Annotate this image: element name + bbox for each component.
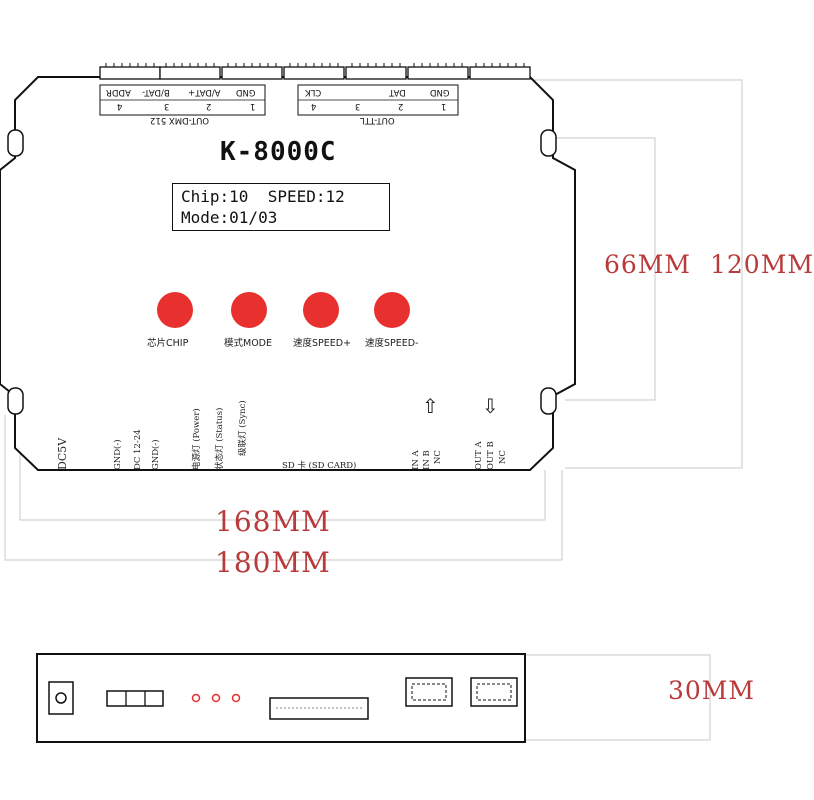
arrow-down-icon: ⇩ <box>482 394 499 418</box>
button-label-chip: 芯片CHIP <box>147 338 189 349</box>
dmx-group-label: OUT-DMX 512 <box>150 115 210 125</box>
ttl-pin-4: 4 <box>311 101 317 111</box>
mount-slot-bottom-left <box>7 387 24 415</box>
button-label-speed-plus: 速度SPEED+ <box>293 338 352 349</box>
ttl-group-label: OUT-TTL <box>360 115 395 125</box>
ttl-signal-clk: CLK <box>305 87 322 97</box>
power-terminal <box>106 690 164 707</box>
button-chip <box>157 292 193 328</box>
dmx-pin-3: 3 <box>164 101 170 111</box>
ttl-pin-1: 1 <box>441 101 447 111</box>
mount-slot-bottom-right <box>540 387 557 415</box>
label-sync-led: 级联灯 (Sync) <box>238 400 248 456</box>
label-status-led: 状态灯 (Status) <box>215 407 225 470</box>
dmx-pin-1: 1 <box>250 101 256 111</box>
dmx-signal-b: B/DAT- <box>142 87 170 97</box>
mount-slot-top-right <box>540 129 557 157</box>
led-status <box>211 693 221 703</box>
arrow-up-icon: ⇧ <box>422 394 439 418</box>
dmx-signal-gnd: GND <box>236 87 256 97</box>
dmx-pin-4: 4 <box>117 101 123 111</box>
mount-slot-top-left <box>7 129 24 157</box>
label-out-a: OUT A <box>474 441 484 470</box>
dc-jack-hole <box>55 692 67 704</box>
label-gnd-2: GND(-) <box>151 439 161 470</box>
dimension-guides <box>4 79 743 741</box>
lcd-display: Chip:10 SPEED:12 Mode:01/03 <box>172 183 390 231</box>
sd-card-slot <box>269 697 369 720</box>
button-speed-plus <box>303 292 339 328</box>
label-in-b: IN B <box>422 450 432 470</box>
dim-30mm: 30MM <box>668 676 756 705</box>
dim-120mm: 120MM <box>710 250 814 279</box>
label-in-a: IN A <box>411 450 421 470</box>
button-label-mode: 模式MODE <box>224 338 272 349</box>
dmx-signal-addr: ADDR <box>106 87 131 97</box>
dim-66mm: 66MM <box>604 250 692 279</box>
ttl-pin-3: 3 <box>355 101 361 111</box>
label-sd-card: SD 卡 (SD CARD) <box>282 461 357 471</box>
label-out-nc: NC <box>498 450 508 464</box>
button-speed-minus <box>374 292 410 328</box>
label-out-b: OUT B <box>486 441 496 470</box>
dmx-signal-a: A/DAT+ <box>188 87 221 97</box>
lcd-line-2: Mode:01/03 <box>181 208 278 227</box>
terminal-teeth <box>105 63 525 67</box>
model-name: K-8000C <box>220 137 337 167</box>
led-power <box>191 693 201 703</box>
button-mode <box>231 292 267 328</box>
led-sync <box>231 693 241 703</box>
dim-168mm: 168MM <box>215 505 331 538</box>
label-power-led: 电源灯 (Power) <box>192 408 202 470</box>
label-gnd-1: GND(-) <box>113 439 123 470</box>
button-label-speed-minus: 速度SPEED- <box>365 338 419 349</box>
label-in-nc: NC <box>433 450 443 464</box>
ttl-signal-dat: DAT <box>389 87 406 97</box>
dmx-pin-2: 2 <box>206 101 212 111</box>
label-dc5v: DC5V <box>56 437 69 470</box>
label-dc-range: DC 12-24 <box>133 429 143 470</box>
dim-180mm: 180MM <box>215 546 331 579</box>
lcd-line-1: Chip:10 SPEED:12 <box>181 187 345 206</box>
ttl-signal-gnd: GND <box>430 87 450 97</box>
terminal-blocks <box>99 66 531 80</box>
ttl-pin-2: 2 <box>398 101 404 111</box>
